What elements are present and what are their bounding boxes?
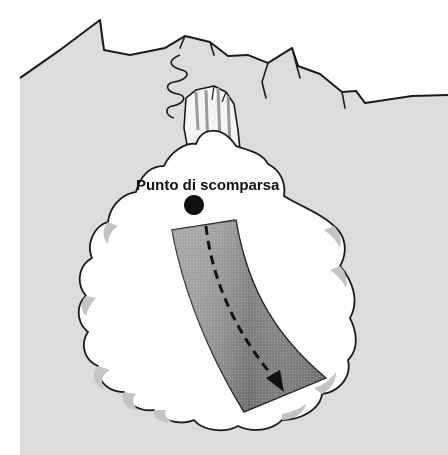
vanishing-point-label: Punto di scomparsa — [136, 177, 280, 194]
vanishing-point-marker — [184, 195, 204, 215]
